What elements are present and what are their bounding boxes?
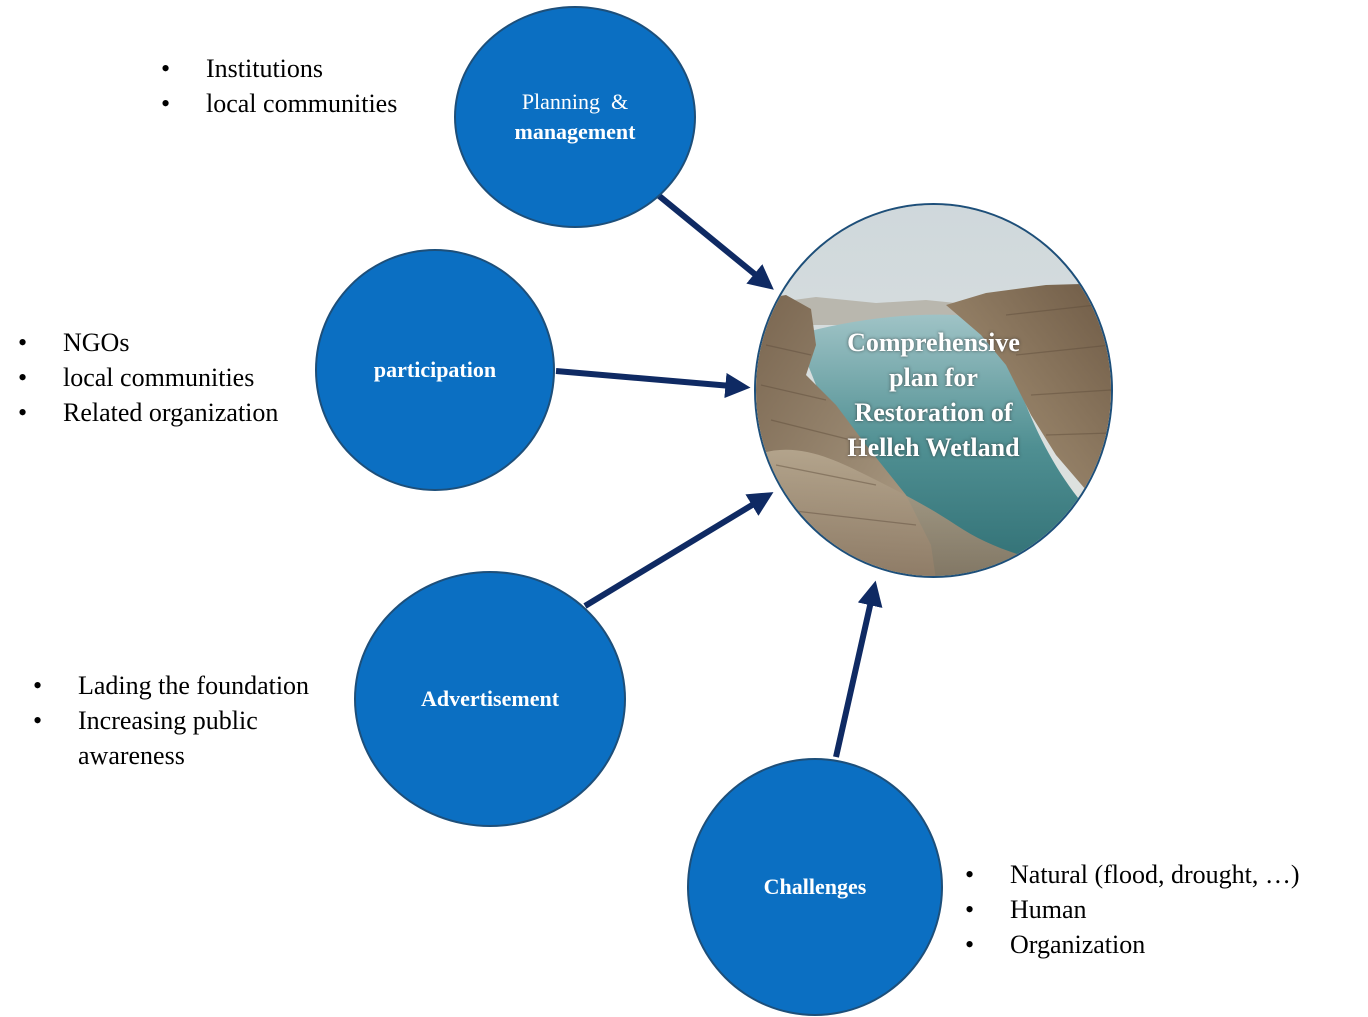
planning-bullet-list: Institutions local communities: [161, 51, 397, 121]
planning-node-label-line2: management: [514, 119, 636, 144]
center-title-line: Helleh Wetland: [847, 433, 1020, 462]
participation-node-label: participation: [373, 357, 497, 382]
list-item: Related organization: [18, 395, 278, 430]
list-item: Institutions: [161, 51, 397, 86]
list-item: Increasing public: [33, 703, 309, 738]
participation-node: participation: [315, 249, 555, 491]
list-item: local communities: [18, 360, 278, 395]
center-restoration-plan-node: Comprehensive plan for Restoration of He…: [754, 203, 1113, 578]
arrow-challenges-to-center: [833, 580, 883, 758]
wetland-canyon-photo: [756, 205, 1111, 576]
challenges-bullet-list: Natural (flood, drought, …) Human Organi…: [965, 857, 1300, 962]
center-title-line: Comprehensive: [847, 328, 1020, 357]
challenges-node-label: Challenges: [763, 874, 867, 899]
arrow-participation-to-center: [555, 368, 751, 399]
center-title: Comprehensive plan for Restoration of He…: [756, 325, 1111, 465]
list-item: Human: [965, 892, 1300, 927]
advertisement-bullet-list: Lading the foundation Increasing public …: [33, 668, 309, 773]
list-item: Organization: [965, 927, 1300, 962]
participation-bullet-list: NGOs local communities Related organizat…: [18, 325, 278, 430]
list-item: Lading the foundation: [33, 668, 309, 703]
planning-management-node: Planning & management: [454, 6, 696, 228]
advertisement-node: Advertisement: [354, 571, 626, 827]
advertisement-node-label: Advertisement: [420, 686, 560, 711]
center-title-line: plan for: [889, 363, 978, 392]
arrow-planning-to-center: [656, 192, 774, 290]
list-item: NGOs: [18, 325, 278, 360]
challenges-node: Challenges: [687, 758, 943, 1016]
planning-node-label-line1: Planning &: [521, 89, 629, 114]
list-item-continuation: awareness: [78, 741, 185, 770]
center-title-line: Restoration of: [854, 398, 1013, 427]
list-item: Natural (flood, drought, …): [965, 857, 1300, 892]
arrow-advertisement-to-center: [583, 492, 774, 609]
list-item: local communities: [161, 86, 397, 121]
